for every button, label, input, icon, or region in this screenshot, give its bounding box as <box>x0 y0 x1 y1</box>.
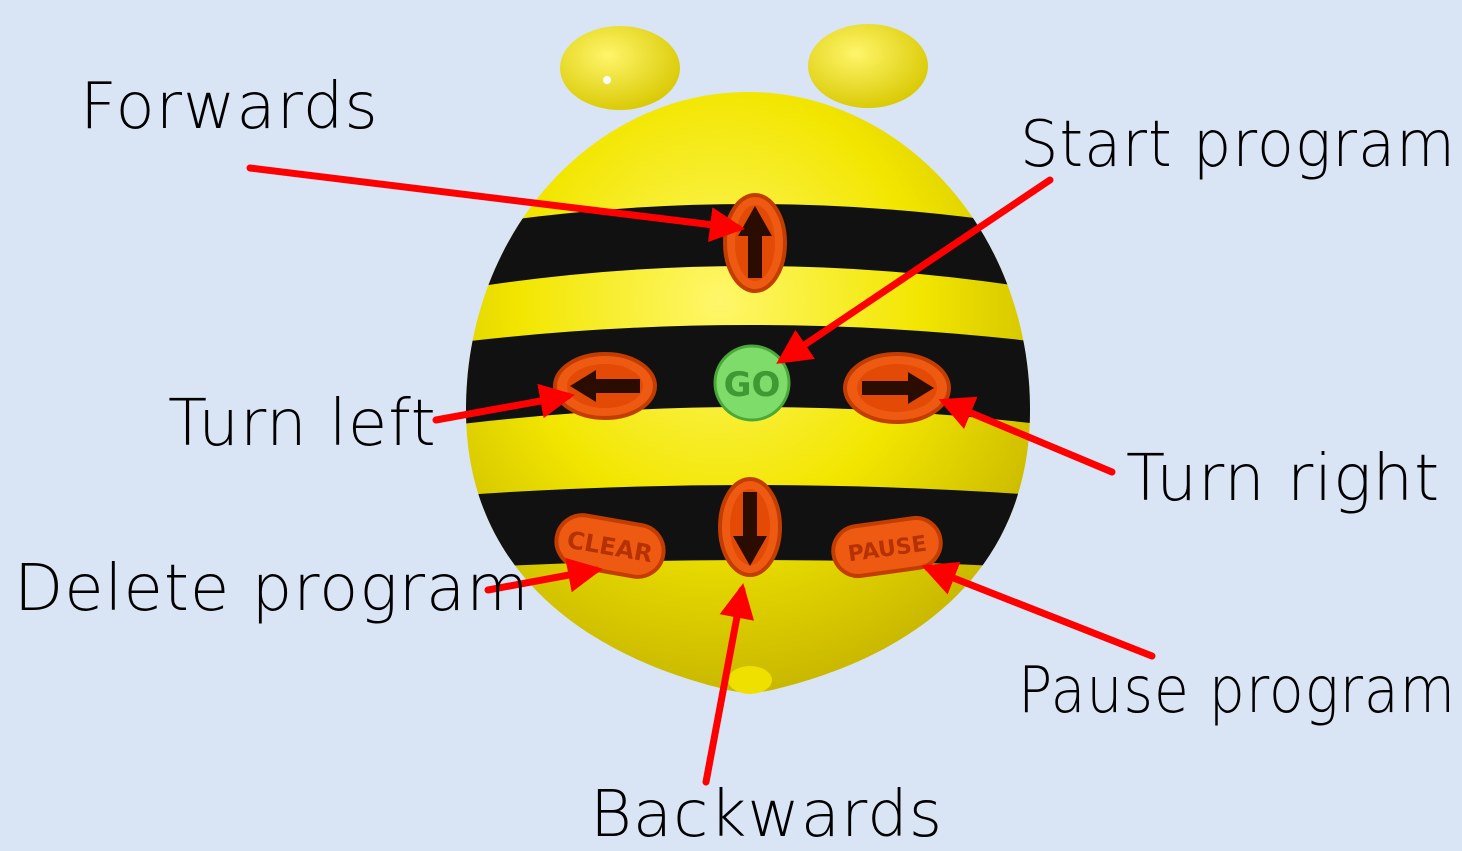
left-button[interactable] <box>555 354 655 418</box>
label-start-program: Start program <box>1020 108 1456 182</box>
right-button[interactable] <box>845 354 949 422</box>
left-eye-bump <box>560 26 680 110</box>
arrow-pause-program <box>928 568 1152 656</box>
forward-button[interactable] <box>725 195 785 291</box>
go-button-label: GO <box>724 365 781 405</box>
go-button[interactable]: GO <box>715 346 789 420</box>
label-backwards: Backwards <box>590 778 943 851</box>
label-turn-left: Turn left <box>168 387 437 461</box>
eye-highlight <box>603 76 611 84</box>
label-forwards: Forwards <box>80 70 379 144</box>
bee-tail <box>728 666 772 694</box>
label-turn-right: Turn right <box>1126 442 1440 516</box>
label-pause-program: Pause program <box>1018 654 1456 728</box>
backward-button[interactable] <box>720 479 780 575</box>
right-eye-bump <box>808 24 928 108</box>
label-delete-program: Delete program <box>14 552 530 626</box>
